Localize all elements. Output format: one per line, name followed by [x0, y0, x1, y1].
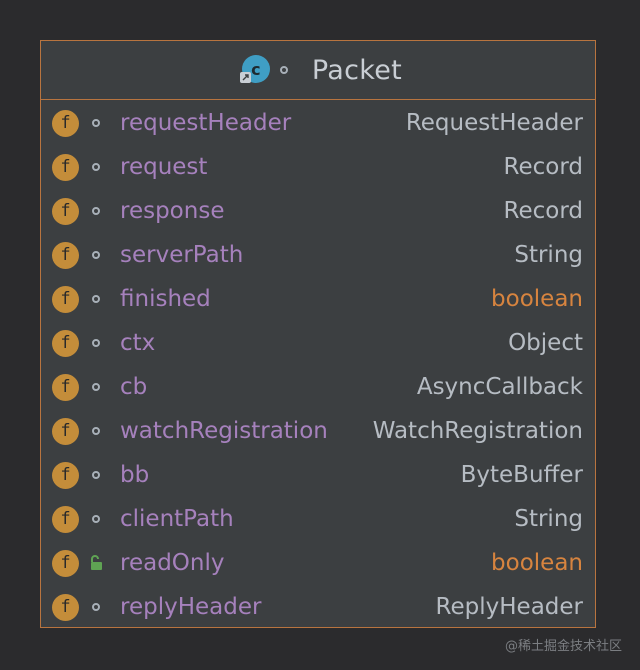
field-row[interactable]: f finished boolean — [41, 277, 595, 321]
field-name: ctx — [120, 330, 156, 356]
field-row[interactable]: f ctx Object — [41, 321, 595, 365]
field-icon: f — [52, 417, 79, 445]
class-node-packet[interactable]: c Packet f requestHeader RequestHeader f req… — [40, 40, 596, 628]
field-type: String — [514, 242, 583, 268]
field-row[interactable]: f cb AsyncCallback — [41, 365, 595, 409]
field-type: AsyncCallback — [416, 374, 583, 400]
field-icon: f — [52, 373, 79, 401]
package-visibility-icon — [92, 251, 100, 259]
package-visibility-icon — [92, 603, 100, 611]
field-icon: f — [52, 197, 79, 225]
field-name: finished — [120, 286, 211, 312]
field-icon: f — [52, 549, 79, 577]
field-row[interactable]: f request Record — [41, 145, 595, 189]
field-type: boolean — [491, 550, 583, 576]
field-type: Record — [503, 154, 583, 180]
class-header[interactable]: c Packet — [41, 41, 595, 100]
field-row[interactable]: f bb ByteBuffer — [41, 453, 595, 497]
field-name: clientPath — [120, 506, 234, 532]
package-visibility-icon — [92, 339, 100, 347]
field-icon: f — [52, 109, 79, 137]
field-type: RequestHeader — [405, 110, 583, 136]
field-icon: f — [52, 593, 79, 621]
field-type: String — [514, 506, 583, 532]
package-visibility-icon — [92, 427, 100, 435]
field-row[interactable]: f replyHeader ReplyHeader — [41, 585, 595, 629]
field-icon: f — [52, 153, 79, 181]
field-icon: f — [52, 285, 79, 313]
field-row[interactable]: f response Record — [41, 189, 595, 233]
field-type: ReplyHeader — [435, 594, 583, 620]
field-name: readOnly — [120, 550, 225, 576]
field-name: bb — [120, 462, 150, 488]
field-name: watchRegistration — [120, 418, 328, 444]
field-name: request — [120, 154, 208, 180]
package-visibility-icon — [92, 515, 100, 523]
field-type: Record — [503, 198, 583, 224]
field-name: replyHeader — [120, 594, 262, 620]
package-visibility-icon — [92, 207, 100, 215]
watermark: @稀土掘金技术社区 — [504, 639, 622, 654]
package-visibility-icon — [92, 163, 100, 171]
class-name: Packet — [311, 54, 403, 86]
field-name: requestHeader — [120, 110, 292, 136]
field-row[interactable]: f clientPath String — [41, 497, 595, 541]
field-name: serverPath — [120, 242, 244, 268]
field-type: ByteBuffer — [460, 462, 583, 488]
field-type: boolean — [491, 286, 583, 312]
unlocked-icon — [91, 555, 102, 570]
field-type: WatchRegistration — [372, 418, 583, 444]
field-row[interactable]: f requestHeader RequestHeader — [41, 101, 595, 145]
package-visibility-icon — [92, 471, 100, 479]
field-icon: f — [52, 329, 79, 357]
field-name: response — [120, 198, 225, 224]
package-visibility-icon — [92, 119, 100, 127]
field-icon: f — [52, 505, 79, 533]
field-icon: f — [52, 241, 79, 269]
class-icon: c — [239, 55, 270, 85]
package-visibility-icon — [279, 66, 288, 74]
field-row[interactable]: f watchRegistration WatchRegistration — [41, 409, 595, 453]
field-row[interactable]: f readOnly boolean — [41, 541, 595, 585]
package-visibility-icon — [92, 295, 100, 303]
pin-icon — [239, 72, 251, 83]
field-icon: f — [52, 461, 79, 489]
field-row[interactable]: f serverPath String — [41, 233, 595, 277]
field-name: cb — [120, 374, 148, 400]
package-visibility-icon — [92, 383, 100, 391]
field-type: Object — [508, 330, 583, 356]
